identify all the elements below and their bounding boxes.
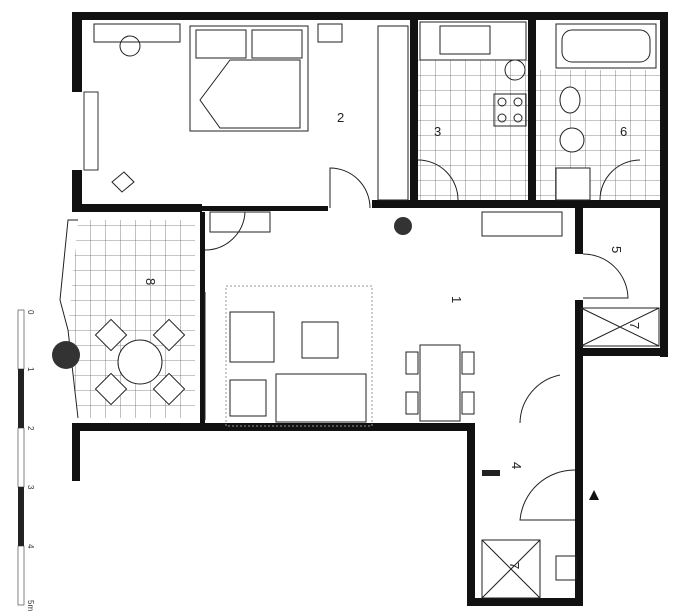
coffee-table <box>301 321 339 359</box>
shaft-lower-box <box>481 539 541 599</box>
double-bed <box>189 25 309 132</box>
scale-tick-5: 5m <box>26 600 35 611</box>
side-table <box>229 379 267 417</box>
bedroom-door <box>329 167 371 209</box>
room-label-shaft-upper: 7 <box>627 322 642 329</box>
chair <box>111 171 135 193</box>
balcony-tile-floor <box>68 220 195 418</box>
lamp-icon <box>119 35 141 57</box>
entrance-hall-door <box>582 253 629 299</box>
bedside-table-right <box>317 23 343 43</box>
walls <box>72 12 668 606</box>
radiator <box>482 470 500 476</box>
room-label-balcony: 8 <box>143 278 158 285</box>
patio-table-set <box>94 318 186 406</box>
shower-tray <box>555 167 591 201</box>
scale-tick-2: 2 <box>26 426 35 431</box>
scale-bar: 0 1 2 3 4 5m <box>17 309 35 611</box>
room-label-shaft-lower: 7 <box>507 562 522 569</box>
plant-icon <box>52 341 80 369</box>
armchair <box>229 311 275 363</box>
bedroom-window <box>83 91 99 171</box>
sofa <box>275 373 367 423</box>
rug <box>225 285 373 427</box>
bathtub <box>555 23 657 69</box>
scale-tick-4: 4 <box>26 544 35 549</box>
scale-tick-1: 1 <box>26 367 35 372</box>
plant-icon <box>394 217 412 235</box>
entrance-arrow-icon <box>589 490 599 500</box>
living-door <box>204 211 246 251</box>
toilet <box>559 86 581 114</box>
shaft-upper-box <box>580 307 660 347</box>
room-label-kitchen: 3 <box>434 124 441 139</box>
washbasin <box>559 127 585 153</box>
meter-box <box>555 555 577 581</box>
living-to-entry-door <box>519 374 561 424</box>
room-label-living: 1 <box>449 296 464 303</box>
kitchen-counter <box>419 21 527 127</box>
room-label-bathroom: 6 <box>620 124 627 139</box>
shaft-upper-cross <box>580 307 660 347</box>
tv-unit <box>209 211 271 233</box>
scale-tick-3: 3 <box>26 485 35 490</box>
room-label-bedroom: 2 <box>337 110 344 125</box>
wardrobe <box>377 25 409 201</box>
bathroom-tile-floor <box>536 70 660 200</box>
shaft-lower-cross <box>481 539 541 599</box>
kitchen-door <box>417 159 459 201</box>
shoe-cabinet <box>481 211 563 237</box>
dining-table <box>405 344 475 422</box>
room-label-hall: 5 <box>609 246 624 253</box>
scale-tick-0: 0 <box>26 310 35 315</box>
kitchen-tile-floor <box>418 60 528 200</box>
entry-door <box>519 469 576 521</box>
room-label-entry: 4 <box>509 462 524 469</box>
bedside-table <box>93 23 181 43</box>
bathroom-door <box>599 159 641 201</box>
